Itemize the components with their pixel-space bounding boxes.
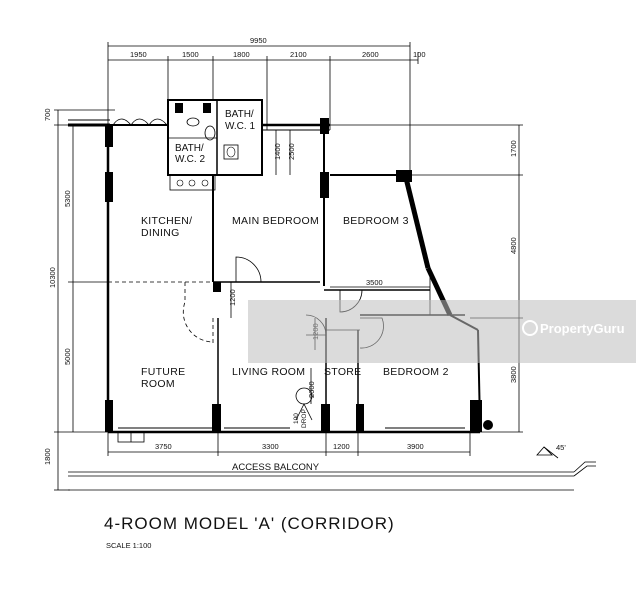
dim-bottom-2: 1200 <box>333 442 350 451</box>
bedroom3-label: BEDROOM 3 <box>343 215 409 227</box>
bath1-label-1: BATH/ <box>225 109 254 120</box>
dim-top-3: 2100 <box>290 50 307 59</box>
access-balcony-lines <box>68 461 596 491</box>
kitchen-label-1: KITCHEN/ <box>141 215 192 227</box>
dim-top-0: 1950 <box>130 50 147 59</box>
dim-right-2: 3800 <box>509 366 518 383</box>
watermark-text: PropertyGuru <box>540 321 625 336</box>
living-room-label: LIVING ROOM <box>232 366 305 378</box>
top-dimension-lines <box>107 42 419 175</box>
dim-bottom-3: 3900 <box>407 442 424 451</box>
future-room-label-1: FUTURE <box>141 366 185 378</box>
dim-top-total: 9950 <box>250 36 267 45</box>
dim-left-0: 700 <box>43 108 52 121</box>
dim-left-3: 1800 <box>43 448 52 465</box>
dim-refuse-v: 2600 <box>307 381 316 398</box>
bath2-label-1: BATH/ <box>175 143 204 154</box>
dim-right-0: 1700 <box>509 140 518 157</box>
dim-left-1: 5300 <box>63 190 72 207</box>
angle-label: 45' <box>556 443 566 452</box>
dim-top-2: 1800 <box>233 50 250 59</box>
refuse-chute-label: DROP <box>301 409 308 428</box>
dim-liv-v: 1200 <box>228 289 237 306</box>
bottom-dimension-lines <box>107 432 471 456</box>
dim-bottom-1: 3300 <box>262 442 279 451</box>
dim-top-1: 1500 <box>182 50 199 59</box>
dim-top-extra: 100 <box>413 50 426 59</box>
right-dimension-lines <box>330 124 523 433</box>
watermark-band <box>248 300 636 363</box>
dim-bath-v2: 2500 <box>287 143 296 160</box>
dim-left-total: 10300 <box>48 267 57 288</box>
plan-scale: SCALE 1:100 <box>106 541 151 550</box>
bedroom2-label: BEDROOM 2 <box>383 366 449 378</box>
propertyguru-logo-icon <box>522 320 538 336</box>
dim-top-4: 2600 <box>362 50 379 59</box>
kitchen-label-2: DINING <box>141 227 180 239</box>
main-bedroom-label: MAIN BEDROOM <box>232 215 319 227</box>
dim-right-1: 4800 <box>509 237 518 254</box>
refuse-chute-size: 100 <box>293 413 300 424</box>
bath2-label-2: W.C. 2 <box>175 154 205 165</box>
bath1-label-2: W.C. 1 <box>225 121 255 132</box>
kitchen-fixtures <box>169 174 216 191</box>
future-room-label-2: ROOM <box>141 378 175 390</box>
plan-title: 4-ROOM MODEL 'A' (CORRIDOR) <box>104 514 395 533</box>
angle-marker <box>536 446 559 459</box>
bath-fixtures <box>175 103 239 160</box>
dim-left-2: 5000 <box>63 348 72 365</box>
future-room-dashed <box>108 281 214 346</box>
dim-bottom-0: 3750 <box>155 442 172 451</box>
left-dimension-lines <box>54 109 115 491</box>
dim-bath-v1: 1400 <box>273 143 282 160</box>
dim-bed3-width: 3500 <box>366 278 383 287</box>
access-balcony-label: ACCESS BALCONY <box>232 462 320 473</box>
store-label: STORE <box>324 366 361 378</box>
